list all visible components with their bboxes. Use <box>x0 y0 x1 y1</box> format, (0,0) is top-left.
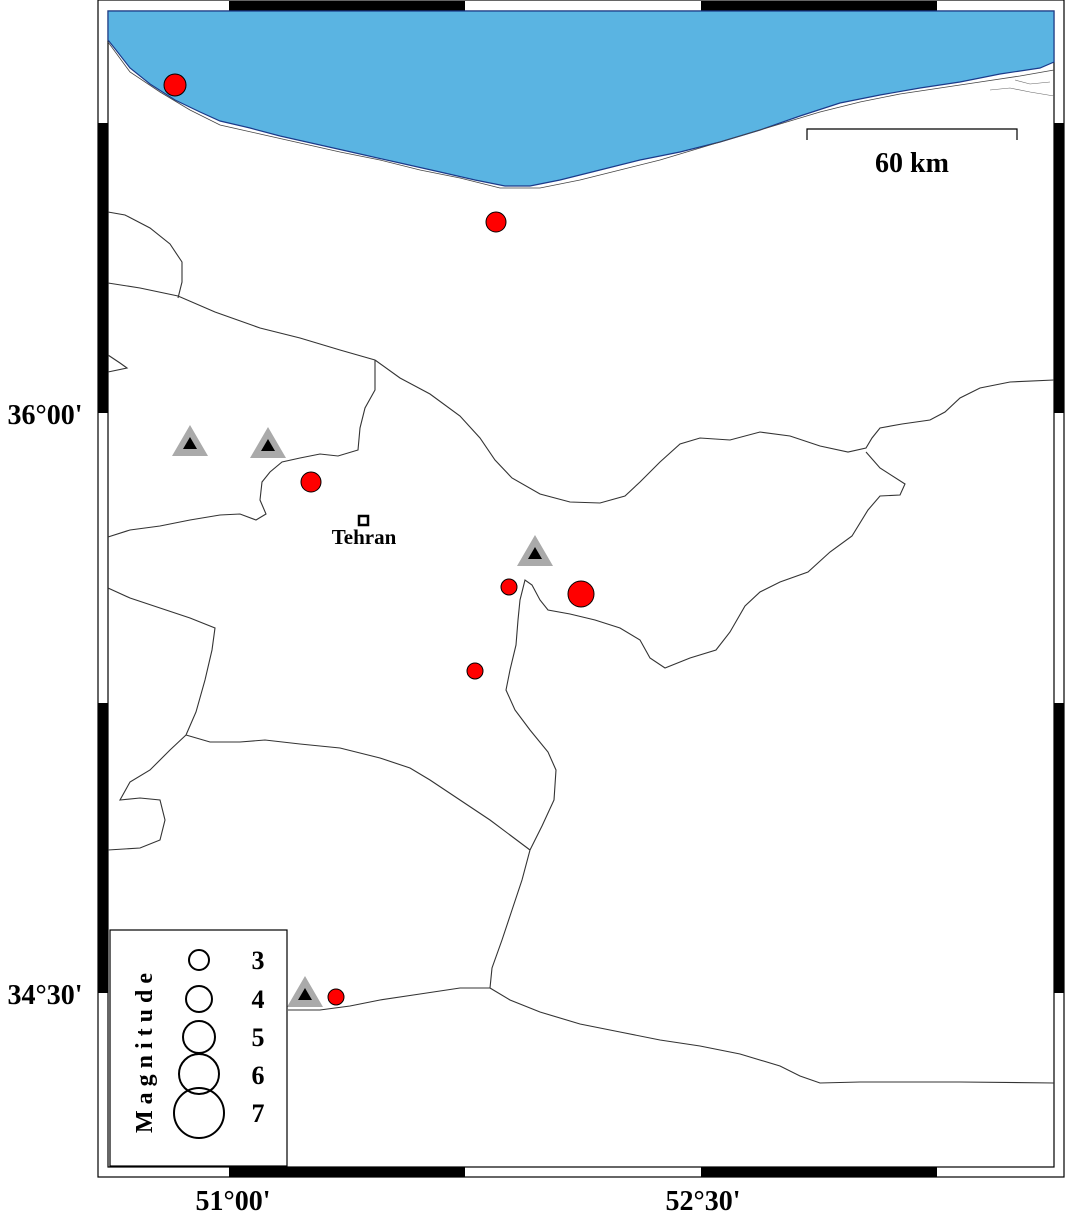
scale-bar-label: 60 km <box>875 148 949 179</box>
station-triangle-icon[interactable] <box>250 427 286 458</box>
events <box>163 73 595 1006</box>
event-circle[interactable] <box>567 580 595 608</box>
legend-circle-7 <box>173 1087 225 1139</box>
legend-label-7: 7 <box>252 1099 265 1128</box>
legend-label-3: 3 <box>252 946 265 975</box>
caspian-sea <box>107 10 1055 187</box>
event-circle[interactable] <box>485 211 507 233</box>
event-circle[interactable] <box>466 662 484 680</box>
scale-bar: 60 km <box>806 128 1018 179</box>
event-circle[interactable] <box>500 578 518 596</box>
event-circle[interactable] <box>300 471 322 493</box>
city-marker-icon <box>357 514 370 527</box>
legend-label-6: 6 <box>252 1061 265 1090</box>
lat-label-34-30: 34°30' <box>8 980 83 1011</box>
station-triangle-icon[interactable] <box>287 976 323 1007</box>
event-circle[interactable] <box>327 988 345 1006</box>
legend-circle-4 <box>185 985 213 1013</box>
station-triangle-icon[interactable] <box>172 425 208 456</box>
lon-label-52-30: 52°30' <box>666 1186 741 1216</box>
stations <box>172 425 553 1007</box>
event-circle[interactable] <box>163 73 187 97</box>
legend-label-5: 5 <box>252 1023 265 1052</box>
legend-title: Magnitude <box>132 967 158 1133</box>
legend-label-4: 4 <box>252 985 265 1014</box>
legend-circle-6 <box>178 1053 220 1095</box>
map-frame <box>97 0 1065 1178</box>
city-label: Tehran <box>332 525 397 549</box>
lat-label-36: 36°00' <box>8 400 83 431</box>
province-boundaries <box>107 211 1055 1084</box>
lon-label-51: 51°00' <box>196 1186 271 1216</box>
city-tehran[interactable]: Tehran <box>332 514 397 549</box>
station-triangle-icon[interactable] <box>517 535 553 566</box>
magnitude-legend: Magnitude 3 4 5 6 7 <box>109 929 288 1167</box>
legend-circle-3 <box>188 949 210 971</box>
coastline <box>107 41 1055 189</box>
